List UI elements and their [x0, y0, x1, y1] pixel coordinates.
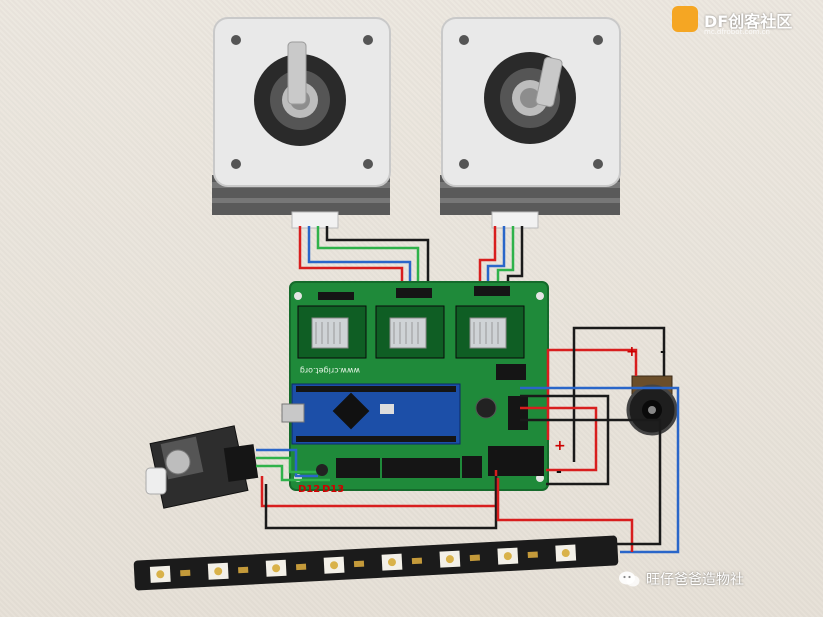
- dc-barrel-jack: [626, 375, 678, 436]
- jack-minus-sign: -: [660, 344, 666, 360]
- stepper-driver-1: [297, 305, 367, 359]
- board-minus-sign: -: [556, 464, 562, 480]
- jack-plus-sign: +: [626, 344, 638, 360]
- power-wires: [496, 326, 680, 554]
- board-silkscreen-url: www.criget.org: [300, 366, 360, 375]
- stepper-driver-2: [375, 305, 445, 359]
- label-d12: D12: [298, 484, 321, 495]
- stepper-driver-3: [455, 305, 525, 359]
- connector-d12-d13: [316, 464, 328, 476]
- watermark-text: 旺仔爸爸造物社: [646, 572, 744, 588]
- brand-logo-icon: [672, 6, 698, 32]
- brand-title: DF创客社区: [704, 12, 793, 31]
- encoder-wires: [256, 448, 498, 530]
- capacitor: [475, 397, 497, 419]
- brand-url: mc.dfrobot.com.cn: [704, 28, 770, 36]
- led-strip: [133, 535, 619, 591]
- label-d13: D13: [322, 484, 345, 495]
- board-plus-sign: +: [554, 438, 566, 454]
- power-header: [508, 396, 528, 430]
- cnc-shield-board: [281, 281, 549, 491]
- wechat-watermark: 旺仔爸爸造物社: [618, 568, 744, 590]
- stepper-motor-right: [440, 17, 621, 229]
- onboard-power-jack: [488, 446, 544, 476]
- arduino-nano: [281, 383, 461, 445]
- brand-watermark: DF创客社区 mc.dfrobot.com.cn: [672, 4, 820, 44]
- wechat-icon: [618, 570, 640, 588]
- motor-wires-left: [298, 226, 430, 296]
- rotary-encoder: [145, 425, 259, 509]
- header-pins: [336, 456, 482, 478]
- stepper-motor-left: [212, 17, 391, 229]
